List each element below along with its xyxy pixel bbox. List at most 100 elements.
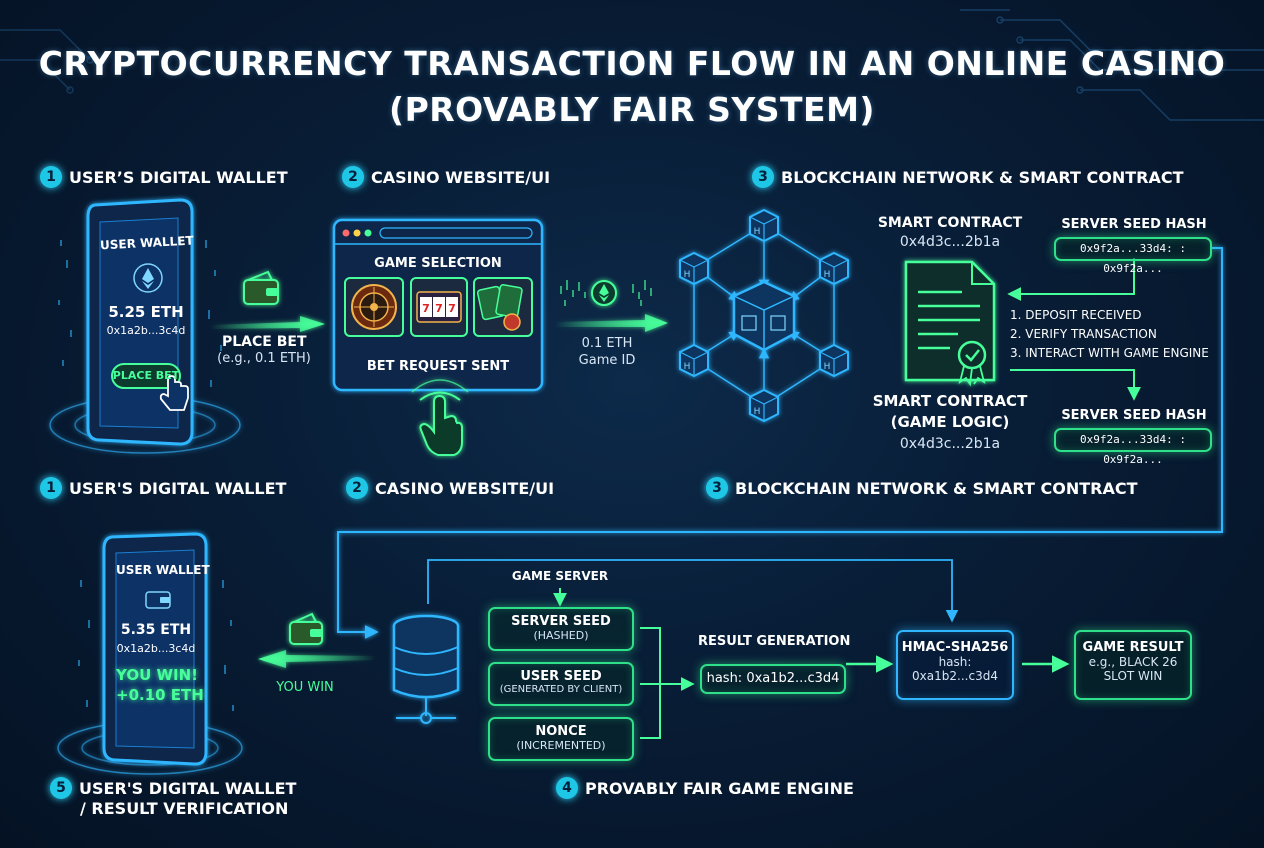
svg-text:7: 7 (422, 302, 430, 315)
smart-contract-game-logic: (GAME LOGIC) (890, 413, 1010, 431)
data-particles-bottom (78, 580, 234, 711)
place-bet-label: PLACE BET (222, 334, 307, 350)
section-heading-1: 1 USER’S DIGITAL WALLET (40, 166, 288, 188)
svg-text:7: 7 (435, 302, 443, 315)
section-heading-5-line-2: / RESULT VERIFICATION (80, 799, 289, 818)
user-seed-label: USER SEED (520, 669, 602, 684)
section-heading-3: 3 BLOCKCHAIN NETWORK & SMART CONTRACT (752, 166, 1184, 188)
data-stream (560, 280, 652, 306)
place-bet-sub: (e.g., 0.1 ETH) (217, 351, 311, 366)
node-letter: H (754, 227, 761, 237)
section-number-badge: 3 (706, 477, 728, 499)
wallet-phone-bottom (57, 532, 243, 775)
step-item-1: 1. DEPOSIT RECEIVED (1010, 308, 1142, 322)
blockchain-node-cube: H (749, 208, 779, 243)
bet-request-sent-label: BET REQUEST SENT (366, 359, 510, 374)
wallet-address-bottom: 0x1a2b...3c4d (116, 642, 196, 655)
server-seed-hash-value-top: 0x9f2a...33d4: : 0x9f2a... (1054, 237, 1212, 275)
section-number-badge: 2 (346, 477, 368, 499)
smart-contract-address-top: 0x4d3c...2b1a (899, 234, 1001, 250)
nonce-box: NONCE (INCREMENTED) (488, 717, 634, 761)
arrow-ui-to-blockchain (555, 314, 668, 332)
arrow-wallet-to-ui (210, 316, 325, 332)
slot-machine-icon: 7 7 7 (416, 291, 462, 323)
section-label: BLOCKCHAIN NETWORK & SMART CONTRACT (781, 167, 1184, 187)
node-letter: H (684, 270, 691, 280)
nonce-label: NONCE (535, 724, 587, 739)
step-item-3: 3. INTERACT WITH GAME ENGINE (1010, 346, 1209, 360)
loop-db-to-hmac (427, 559, 959, 623)
section-heading-5: 5 USER'S DIGITAL WALLET (50, 777, 296, 799)
svg-text:7: 7 (448, 302, 456, 315)
wallet-icon-top (243, 270, 279, 305)
eth-coin-icon (591, 280, 617, 306)
section-heading-3b: 3 BLOCKCHAIN NETWORK & SMART CONTRACT (706, 477, 1138, 499)
game-result-slot: SLOT WIN (1103, 669, 1163, 683)
game-result-example: e.g., BLACK 26 (1088, 655, 1178, 669)
section-label: PROVABLY FAIR GAME ENGINE (585, 778, 854, 798)
you-win-message: YOU WIN! (116, 666, 199, 684)
node-letter: H (684, 362, 691, 372)
game-result-box: GAME RESULT e.g., BLACK 26 SLOT WIN (1074, 630, 1192, 700)
wallet-address: 0x1a2b...3c4d (106, 324, 186, 337)
main-title-line-2: (PROVABLY FAIR SYSTEM) (389, 90, 875, 129)
smart-contract-address-bottom: 0x4d3c...2b1a (899, 436, 1001, 452)
wallet-title-bottom: USER WALLET (116, 563, 210, 577)
win-amount: +0.10 ETH (116, 686, 204, 704)
section-label: CASINO WEBSITE/UI (371, 167, 551, 187)
hmac-hash-value: 0xa1b2...c3d4 (912, 669, 998, 683)
data-particles-left (58, 240, 222, 387)
step-item-2: 2. VERIFY TRANSACTION (1010, 327, 1157, 341)
you-win-label: YOU WIN (276, 680, 334, 695)
game-result-title: GAME RESULT (1082, 640, 1184, 655)
circuit-decoration-top-left (0, 29, 94, 94)
blockchain-nodes: H H H H H H (679, 208, 849, 423)
arrow-seed-to-contract (1007, 258, 1135, 301)
server-seed-hash-label-top: SERVER SEED HASH (1061, 217, 1207, 232)
server-seed-hash-value-bottom: 0x9f2a...33d4: : 0x9f2a... (1054, 428, 1212, 466)
tapping-hand-icon (411, 379, 469, 456)
roulette-icon (351, 284, 397, 330)
game-server-label: GAME SERVER (511, 569, 609, 583)
server-seed-sub: (HASHED) (533, 629, 589, 642)
wallet-balance: 5.25 ETH (108, 303, 184, 321)
node-letter: H (754, 407, 761, 417)
section-label: USER’S DIGITAL WALLET (69, 167, 288, 187)
section-heading-1b: 1 USER'S DIGITAL WALLET (40, 477, 286, 499)
node-letter: H (824, 362, 831, 372)
arrow-db-to-wallet (258, 650, 376, 668)
section-number-badge: 1 (40, 166, 62, 188)
smart-contract-title-bottom: SMART CONTRACT (872, 392, 1028, 410)
section-number-badge: 2 (342, 166, 364, 188)
section-heading-2b: 2 CASINO WEBSITE/UI (346, 477, 554, 499)
wallet-icon-bottom (289, 612, 323, 645)
section-number-badge: 3 (752, 166, 774, 188)
section-label: USER'S DIGITAL WALLET (79, 778, 297, 798)
section-number-badge: 1 (40, 477, 62, 499)
blockchain-node-cube: H (819, 251, 849, 286)
section-number-badge: 5 (50, 777, 72, 799)
tx-game-id-label: Game ID (578, 353, 636, 368)
cards-chips-icon (476, 284, 523, 331)
user-seed-box: USER SEED (GENERATED BY CLIENT) (488, 662, 634, 706)
server-seed-hash-label-bottom: SERVER SEED HASH (1061, 408, 1207, 423)
game-selection-label: GAME SELECTION (374, 256, 502, 271)
user-seed-sub: (GENERATED BY CLIENT) (499, 684, 623, 695)
wallet-phone-top (49, 198, 241, 454)
node-letter: H (824, 270, 831, 280)
place-bet-button[interactable]: PLACE BET (112, 369, 180, 382)
blockchain-node-cube: H (679, 251, 709, 286)
section-label: USER'S DIGITAL WALLET (69, 478, 287, 498)
blockchain-node-cube: H (749, 388, 779, 423)
main-title-line-1: CRYPTOCURRENCY TRANSACTION FLOW IN AN ON… (38, 44, 1226, 83)
hmac-title: HMAC-SHA256 (901, 640, 1009, 655)
wallet-balance-bottom: 5.35 ETH (120, 622, 192, 638)
blockchain-node-cube: H (679, 343, 709, 378)
smart-contract-title-top: SMART CONTRACT (877, 215, 1023, 231)
hmac-hash-label: hash: (938, 655, 972, 669)
circuit-decoration-top-right (960, 9, 1264, 121)
server-seed-label: SERVER SEED (511, 614, 611, 629)
result-generation-label: RESULT GENERATION (698, 634, 851, 649)
